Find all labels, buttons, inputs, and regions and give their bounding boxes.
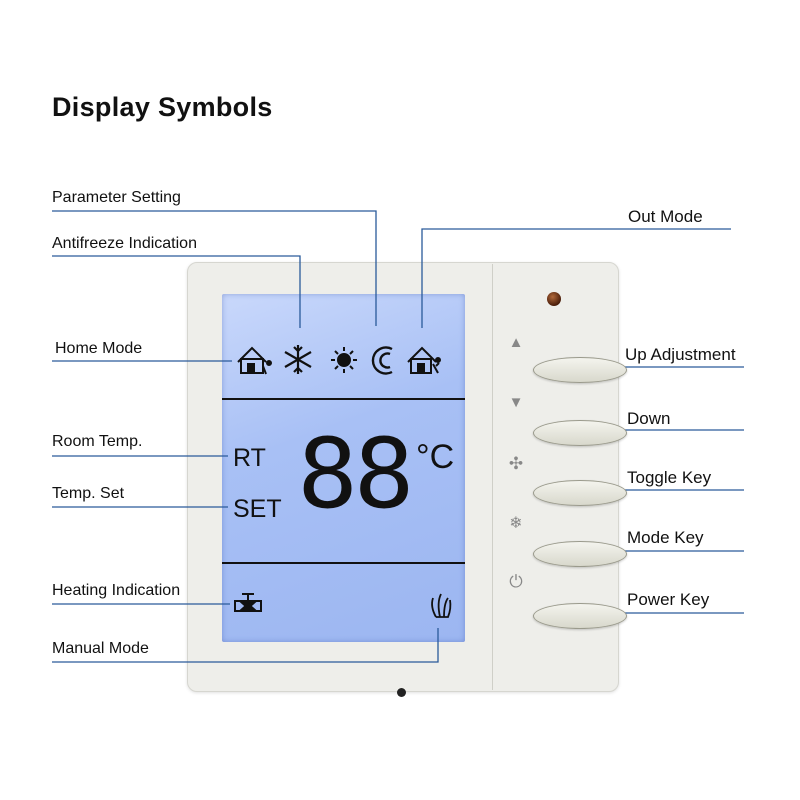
label-antifreeze: Antifreeze Indication xyxy=(52,235,197,252)
label-mode-key: Mode Key xyxy=(627,528,704,547)
status-led xyxy=(547,292,561,306)
panel-divider xyxy=(492,264,493,690)
mode-button[interactable] xyxy=(533,541,627,567)
up-button[interactable] xyxy=(533,357,627,383)
label-toggle-key: Toggle Key xyxy=(627,468,712,487)
down-button[interactable] xyxy=(533,420,627,446)
label-out-mode: Out Mode xyxy=(628,207,703,226)
snowflake-icon xyxy=(284,345,312,374)
label-heating: Heating Indication xyxy=(52,582,181,599)
label-home-mode: Home Mode xyxy=(55,340,143,357)
snowflake-side-icon: ❄ xyxy=(509,515,523,532)
celsius-unit: °C xyxy=(416,438,455,476)
sun-icon xyxy=(331,347,357,373)
power-button[interactable] xyxy=(533,603,627,629)
fan-icon: ✣ xyxy=(508,454,524,473)
lcd-divider-bottom xyxy=(222,562,465,564)
page-title: Display Symbols xyxy=(52,92,273,122)
down-arrow-icon: ▼ xyxy=(508,394,524,411)
valve-icon xyxy=(234,593,262,612)
rt-label: RT xyxy=(233,444,266,472)
temperature-digits: 88 xyxy=(297,418,414,530)
label-up-adjustment: Up Adjustment xyxy=(625,345,736,364)
label-parameter-setting: Parameter Setting xyxy=(52,189,181,206)
power-icon: ⏻ xyxy=(509,572,523,591)
up-arrow-icon: ▲ xyxy=(508,334,524,351)
label-temp-set: Temp. Set xyxy=(52,485,125,502)
set-label: SET xyxy=(233,495,282,523)
lcd-screen xyxy=(222,294,465,642)
out-home-icon xyxy=(407,346,441,374)
moon-icon xyxy=(371,346,393,375)
home-icon xyxy=(237,346,272,375)
label-room-temp: Room Temp. xyxy=(52,433,143,450)
bottom-screw xyxy=(397,688,406,697)
toggle-button[interactable] xyxy=(533,480,627,506)
label-power-key: Power Key xyxy=(627,590,710,609)
hand-icon xyxy=(431,593,452,618)
label-manual-mode: Manual Mode xyxy=(52,640,149,657)
label-down: Down xyxy=(627,409,671,428)
lcd-divider-top xyxy=(222,398,465,400)
